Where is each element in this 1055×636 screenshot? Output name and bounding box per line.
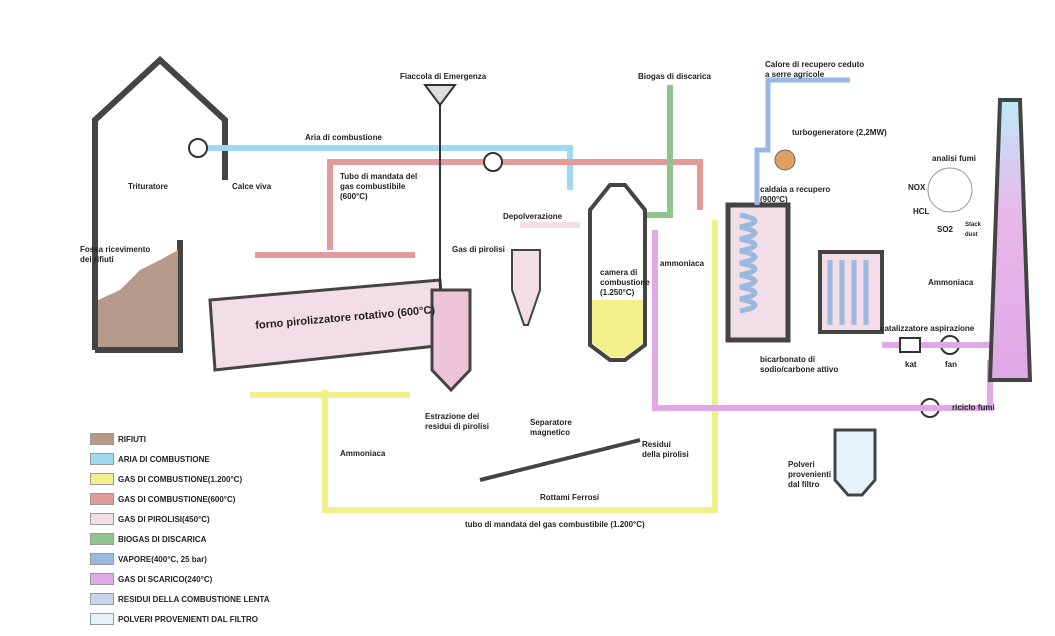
- heat-recovery-label: Calore di recupero ceduto a serre agrico…: [765, 60, 865, 79]
- ammonia-bottom-label: Ammoniaca: [340, 449, 386, 458]
- residue-extraction-label: Estrazione dei residui di pirolisi: [425, 412, 490, 431]
- kat-label: kat: [905, 360, 917, 369]
- legend-label: RIFIUTI: [118, 434, 146, 444]
- legend-label: GAS DI COMBUSTIONE(1.200°C): [118, 474, 243, 484]
- ammonia-top-label: ammoniaca: [660, 259, 705, 268]
- turbogenerator-label: turbogeneratore (2,2MW): [792, 128, 887, 137]
- scrap-iron-label: Rottami Ferrosi: [540, 493, 600, 502]
- turbogenerator: [774, 149, 796, 171]
- stack-dust-label: Stack dust: [965, 222, 982, 238]
- legend-swatch: [90, 493, 114, 505]
- flue-analysis-label: analisi fumi: [932, 154, 977, 163]
- legend-swatch: [90, 613, 114, 625]
- legend-swatch: [90, 433, 114, 445]
- legend-label: VAPORE(400°C, 25 bar): [118, 554, 207, 564]
- legend-swatch: [90, 573, 114, 585]
- bicarbonate-label: bicarbonato di sodio/carbone attivo: [760, 355, 839, 374]
- fuel-gas-600-line: [327, 159, 703, 250]
- legend-label: GAS DI COMBUSTIONE(600°C): [118, 494, 236, 504]
- legend-item: GAS DI SCARICO(240°C): [90, 573, 212, 585]
- legend-swatch: [90, 453, 114, 465]
- legend-label: ARIA DI COMBUSTIONE: [118, 454, 210, 464]
- legend-swatch: [90, 593, 114, 605]
- dedusting-label: Depolverazione: [503, 212, 563, 221]
- quicklime-label: Calce viva: [232, 182, 272, 191]
- legend-item: POLVERI PROVENIENTI DAL FILTRO: [90, 613, 258, 625]
- legend-label: BIOGAS DI DISCARICA: [118, 534, 207, 544]
- hcl-label: HCL: [913, 207, 930, 216]
- legend-label: GAS DI SCARICO(240°C): [118, 574, 213, 584]
- kat-unit: [899, 337, 921, 353]
- legend-swatch: [90, 513, 114, 525]
- nox-label: NOX: [908, 183, 926, 192]
- legend-item: VAPORE(400°C, 25 bar): [90, 553, 207, 565]
- filter-dust-label: Polveri provenienti dal filtro: [788, 460, 832, 489]
- chimney: [987, 98, 1033, 382]
- fuel-gas-1200-line: [322, 220, 718, 513]
- conveyor: [479, 438, 641, 482]
- catalyst-suction-label: catalizzatore aspirazione: [880, 324, 975, 333]
- legend-item: GAS DI PIROLISI(450°C): [90, 513, 210, 525]
- flue-analyzer: [927, 167, 973, 213]
- legend-item: BIOGAS DI DISCARICA: [90, 533, 206, 545]
- pyrolysis-reactor: [430, 288, 472, 393]
- recovery-boiler: [725, 202, 791, 343]
- shredder-label: Trituratore: [128, 182, 169, 191]
- so2-label: SO2: [937, 225, 954, 234]
- legend-item: RIFIUTI: [90, 433, 146, 445]
- combustion-air-line: [190, 145, 573, 190]
- waste-pit-label: Fossa ricevimento dei rifiuti: [80, 245, 151, 264]
- flue-recycle-label: riciclo fumi: [952, 403, 995, 412]
- legend-item: GAS DI COMBUSTIONE(600°C): [90, 493, 235, 505]
- flare-label: Fiaccola di Emergenza: [400, 72, 487, 81]
- dust-hopper: [833, 428, 877, 497]
- fan-label: fan: [945, 360, 957, 369]
- legend-swatch: [90, 553, 114, 565]
- ammonia-right-label: Ammoniaca: [928, 278, 974, 287]
- pyrolysis-residue-label: Residui della pirolisi: [642, 440, 689, 459]
- legend-swatch: [90, 473, 114, 485]
- emergency-flare: [423, 84, 457, 107]
- waste-heap: [98, 250, 178, 347]
- steam-line: [754, 77, 850, 205]
- waste-pit-building: [92, 55, 228, 353]
- recovery-boiler-label: caldaia a recupero (900°C): [760, 185, 831, 204]
- fuel-gas-600-label: Tubo di mandata del gas combustibile (60…: [340, 172, 418, 201]
- legend-label: RESIDUI DELLA COMBUSTIONE LENTA: [118, 594, 270, 604]
- combustion-chamber-label: camera di combustione (1.250°C): [600, 268, 650, 297]
- biogas-line: [640, 85, 673, 218]
- legend-item: GAS DI COMBUSTIONE(1.200°C): [90, 473, 242, 485]
- legend-item: RESIDUI DELLA COMBUSTIONE LENTA: [90, 593, 270, 605]
- magnetic-separator-label: Separatore magnetico: [530, 418, 572, 437]
- biogas-label: Biogas di discarica: [638, 72, 711, 81]
- legend-label: POLVERI PROVENIENTI DAL FILTRO: [118, 614, 259, 624]
- combustion-air-label: Aria di combustione: [305, 133, 382, 142]
- legend-swatch: [90, 533, 114, 545]
- flue-recycle-line: [652, 230, 993, 411]
- legend-item: ARIA DI COMBUSTIONE: [90, 453, 210, 465]
- pyrolysis-gas-label: Gas di pirolisi: [452, 245, 505, 254]
- cyclone: [511, 249, 541, 326]
- legend-label: GAS DI PIROLISI(450°C): [118, 514, 210, 524]
- fuel-gas-1200-label: tubo di mandata del gas combustibile (1.…: [465, 520, 645, 529]
